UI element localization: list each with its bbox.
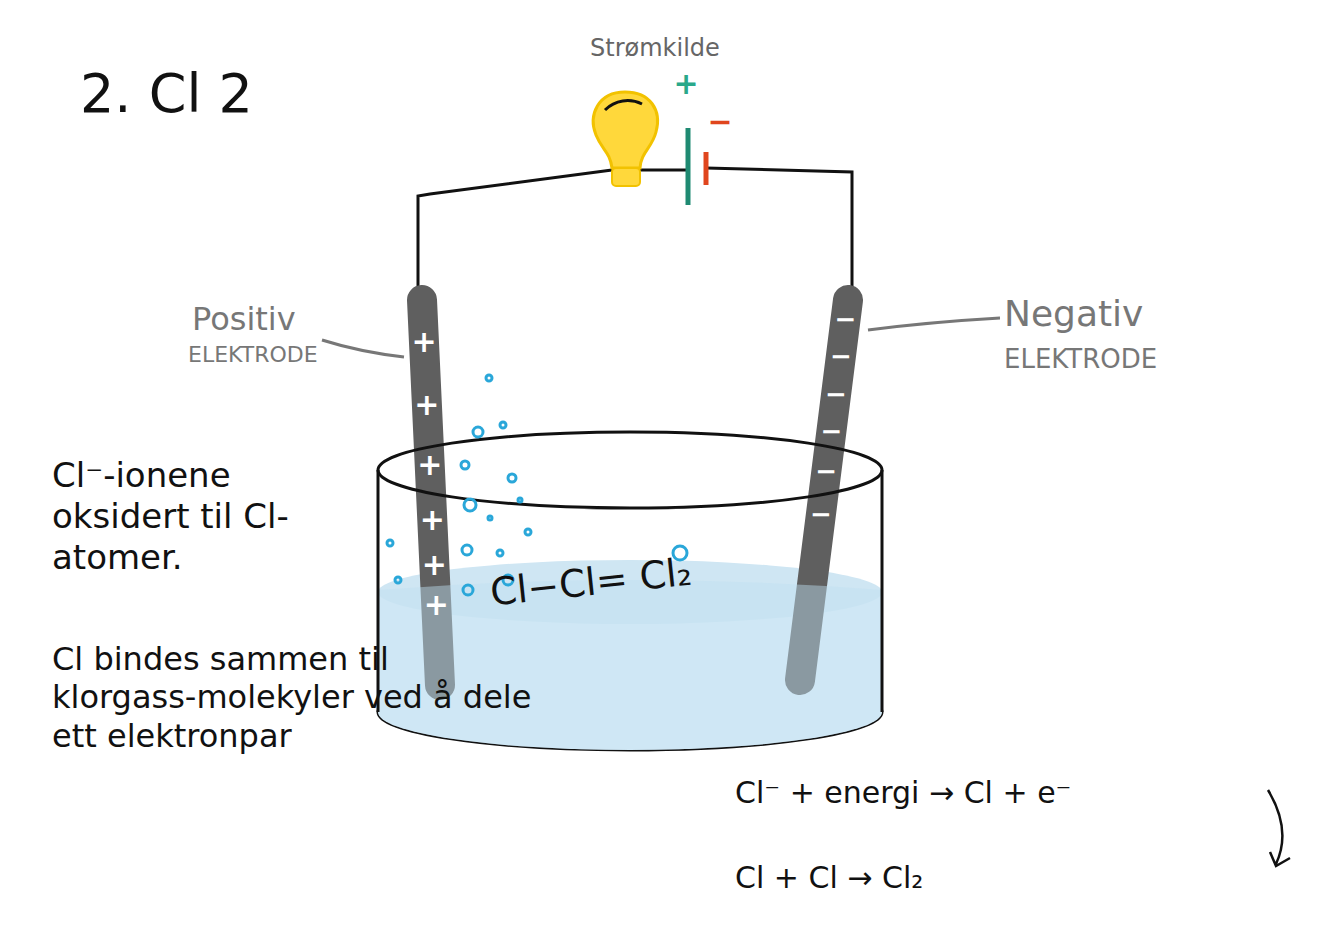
charge-sign: − xyxy=(820,416,842,447)
power-source-label: Strømkilde xyxy=(590,34,720,63)
charge-sign: − xyxy=(825,379,847,410)
electrode-label: ELEKTRODE xyxy=(188,342,318,368)
charge-sign: + xyxy=(420,502,445,538)
charge-sign: + xyxy=(422,547,447,583)
electrode-label: Positiv xyxy=(192,300,296,338)
charge-sign: + xyxy=(424,587,449,623)
charge-sign: − xyxy=(835,304,857,335)
explanation-note: Cl⁻-ionene oksidert til Cl-atomer. xyxy=(52,455,342,577)
water xyxy=(378,580,882,750)
bent-arrow xyxy=(1268,790,1290,866)
charge-sign: − xyxy=(815,456,837,487)
battery-plate-positive xyxy=(686,128,691,205)
leader-line xyxy=(322,340,404,357)
beaker-rim xyxy=(378,432,882,508)
leader-line xyxy=(868,318,1000,330)
charge-sign: − xyxy=(810,499,832,530)
diagram-title: 2. Cl 2 xyxy=(80,62,253,127)
terminal-sign: − xyxy=(707,104,732,140)
electrode-label: ELEKTRODE xyxy=(1004,344,1157,375)
electrode-label: Negativ xyxy=(1004,292,1143,335)
charge-sign: − xyxy=(830,341,852,372)
circuit-wire xyxy=(418,168,852,296)
explanation-note: Cl bindes sammen til klorgass-molekyler … xyxy=(52,640,542,755)
charge-sign: + xyxy=(414,387,439,423)
battery-plate-negative xyxy=(704,152,709,185)
light-bulb xyxy=(593,92,657,186)
reaction-equation: Cl⁻ + energi → Cl + e⁻ xyxy=(735,775,1071,811)
charge-sign: + xyxy=(417,447,442,483)
reaction-equation: Cl + Cl → Cl₂ xyxy=(735,860,923,896)
terminal-sign: + xyxy=(673,66,698,102)
charge-sign: + xyxy=(411,324,436,360)
